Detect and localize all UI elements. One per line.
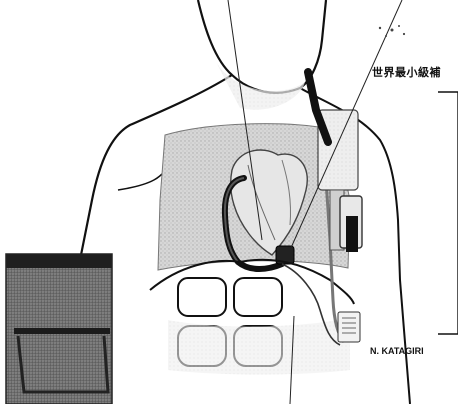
connector-device [338, 312, 360, 342]
artist-credit: N. KATAGIRI [370, 346, 424, 356]
inset-photo [6, 254, 112, 404]
japanese-caption: 世界最小級補 [372, 64, 441, 80]
